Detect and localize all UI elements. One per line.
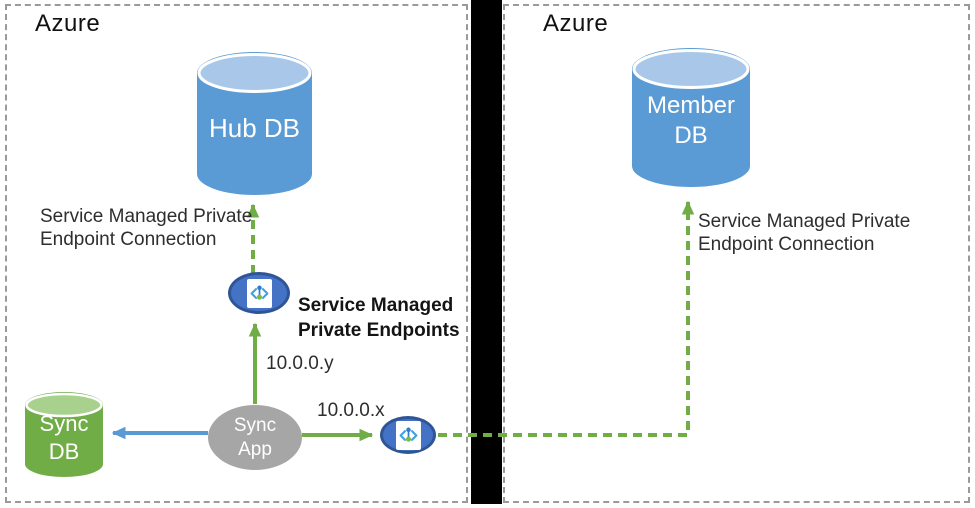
azure-right-title: Azure [543, 10, 609, 37]
ip-address-y-label: 10.0.0.y [266, 353, 334, 374]
sync-db-cylinder [25, 392, 103, 477]
azure-region-right [503, 4, 970, 503]
private-endpoint-icon [380, 416, 436, 454]
member-db-cylinder [632, 48, 750, 187]
left-connection-label: Service Managed Private Endpoint Connect… [40, 206, 253, 250]
private-endpoint-glyph [395, 420, 421, 450]
private-endpoint-icon [228, 272, 290, 314]
private-endpoints-title: Service Managed Private Endpoints [298, 295, 460, 341]
hub-db-cylinder [197, 52, 312, 195]
azure-region-left [5, 4, 468, 503]
member-db-label: Member DB [646, 91, 736, 149]
network-boundary-divider [471, 0, 502, 504]
hub-db-label: Hub DB [208, 113, 301, 144]
sync-app-ellipse [208, 405, 302, 470]
azure-left-title: Azure [35, 10, 101, 37]
private-endpoint-glyph [246, 278, 272, 308]
sync-db-label: Sync DB [39, 411, 89, 464]
sync-app-label: Sync App [233, 414, 277, 460]
right-connection-label: Service Managed Private Endpoint Connect… [698, 211, 911, 255]
ip-address-x-label: 10.0.0.x [317, 400, 385, 421]
arrow-endpoint2-to-memberdb [438, 200, 695, 437]
